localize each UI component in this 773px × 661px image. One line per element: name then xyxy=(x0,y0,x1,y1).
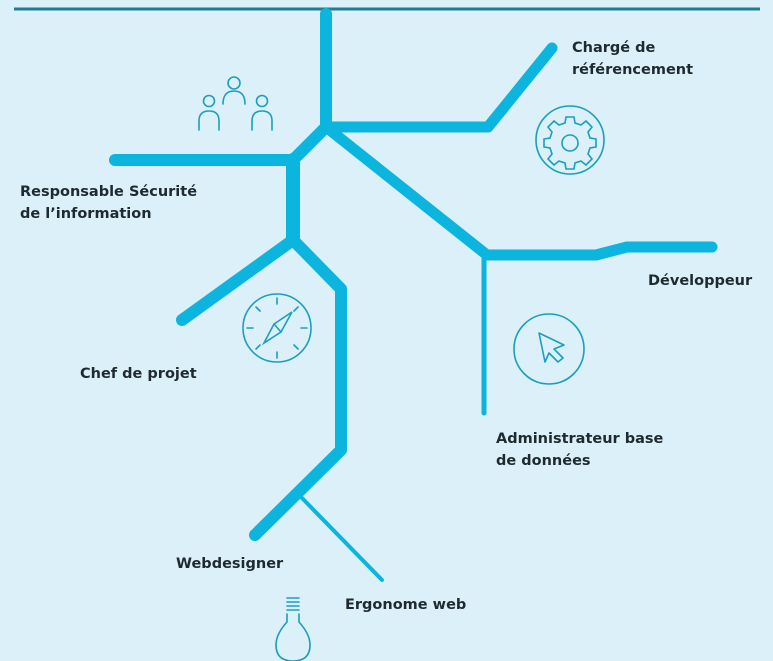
gear-icon xyxy=(535,105,605,175)
label-line: de données xyxy=(496,453,591,469)
label-administrateur-bdd: Administrateur base de données xyxy=(496,428,663,472)
label-line: Ergonome web xyxy=(345,597,467,613)
label-chef-de-projet: Chef de projet xyxy=(80,363,197,385)
branch-chef-projet xyxy=(176,234,299,326)
label-line: Webdesigner xyxy=(176,556,284,572)
label-line: référencement xyxy=(572,62,694,78)
branch-webdesigner xyxy=(249,234,347,541)
label-ergonome-web: Ergonome web xyxy=(345,594,466,616)
label-line: Développeur xyxy=(648,273,753,289)
branch-developpeur xyxy=(320,121,718,261)
label-line: de l’information xyxy=(20,206,152,222)
label-responsable-securite: Responsable Sécurité de l’information xyxy=(20,181,197,225)
cursor-icon xyxy=(513,313,585,385)
label-developpeur: Développeur xyxy=(648,270,752,292)
people-icon xyxy=(198,76,273,131)
compass-icon xyxy=(242,293,312,363)
label-line: Administrateur base xyxy=(496,431,664,447)
lightbulb-icon xyxy=(275,597,311,661)
label-charge-referencement: Chargé de référencement xyxy=(572,37,693,81)
label-line: Responsable Sécurité xyxy=(20,184,198,200)
label-line: Chef de projet xyxy=(80,366,197,382)
label-line: Chargé de xyxy=(572,40,656,56)
label-webdesigner: Webdesigner xyxy=(176,553,283,575)
branch-charge-referencement xyxy=(320,42,558,133)
branch-ergonome xyxy=(299,495,384,582)
